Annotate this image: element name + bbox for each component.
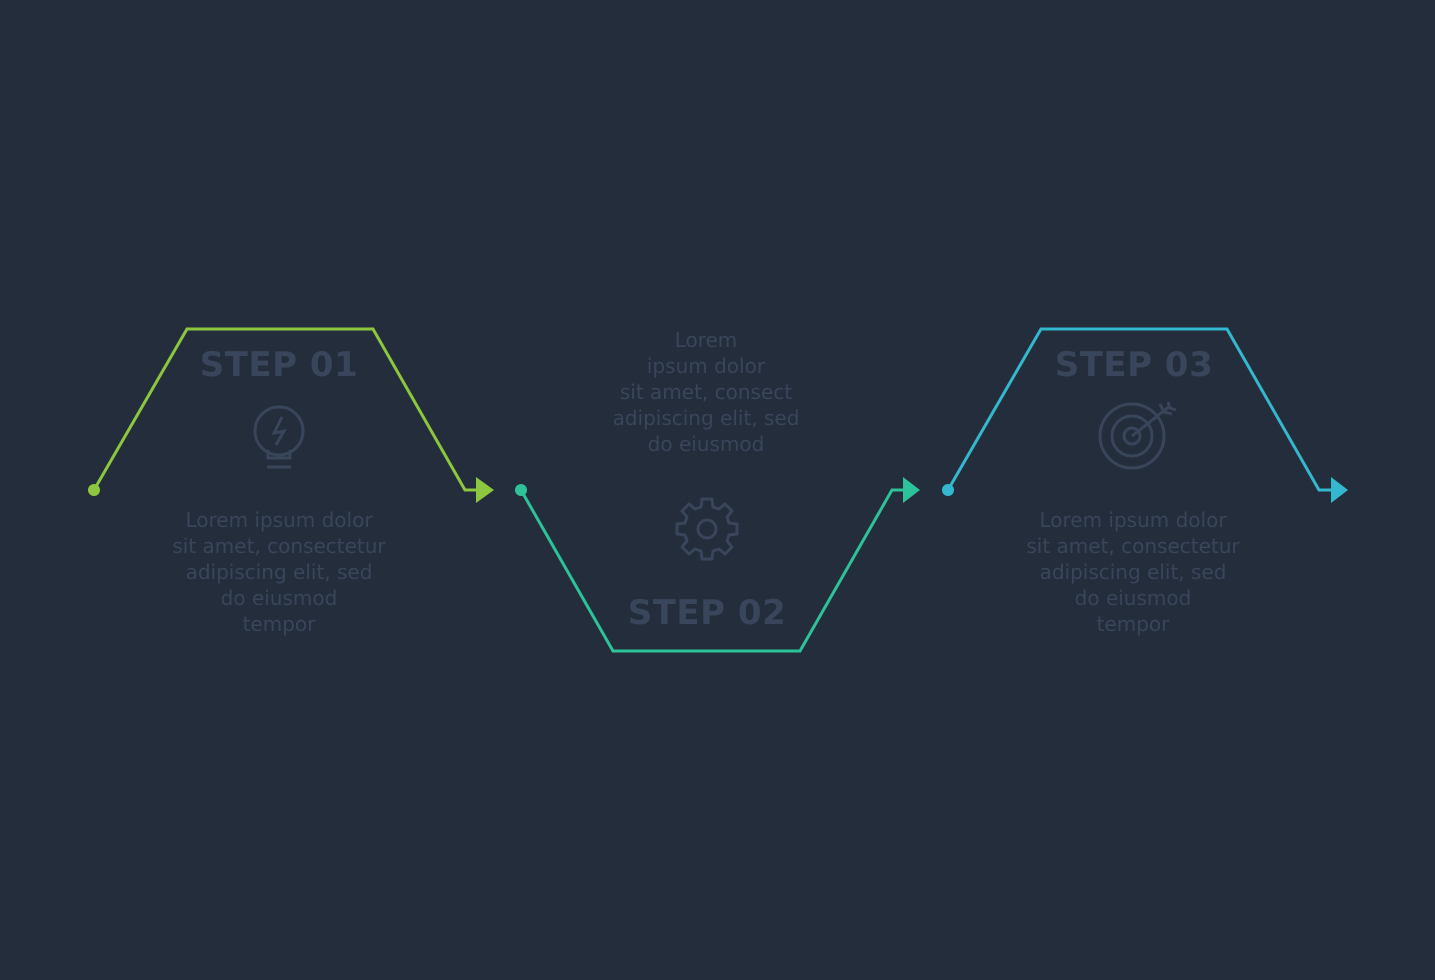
step-01-arrowhead: [476, 477, 494, 503]
step-03-description: Lorem ipsum dolor sit amet, consectetur …: [1026, 508, 1240, 636]
step-02-path: [515, 477, 920, 653]
step-03-line: [946, 327, 1332, 492]
step-01-description: Lorem ipsum dolor sit amet, consectetur …: [172, 508, 386, 636]
step-01-path: [88, 327, 494, 503]
step-02-description: Lorem ipsum dolor sit amet, consect adip…: [612, 328, 800, 456]
gear-icon: [675, 497, 739, 561]
step-03-arrowhead: [1331, 477, 1348, 503]
target-icon: [1098, 401, 1177, 470]
lightbulb-icon: [253, 405, 305, 469]
step-02-line: [519, 488, 904, 653]
step-02-title: STEP 02: [627, 593, 787, 633]
step-03-path: [942, 327, 1348, 503]
step-03-title: STEP 03: [1054, 345, 1214, 385]
step-01-title: STEP 01: [199, 345, 359, 385]
step-01-line: [92, 327, 478, 492]
step-02-arrowhead: [903, 477, 920, 503]
